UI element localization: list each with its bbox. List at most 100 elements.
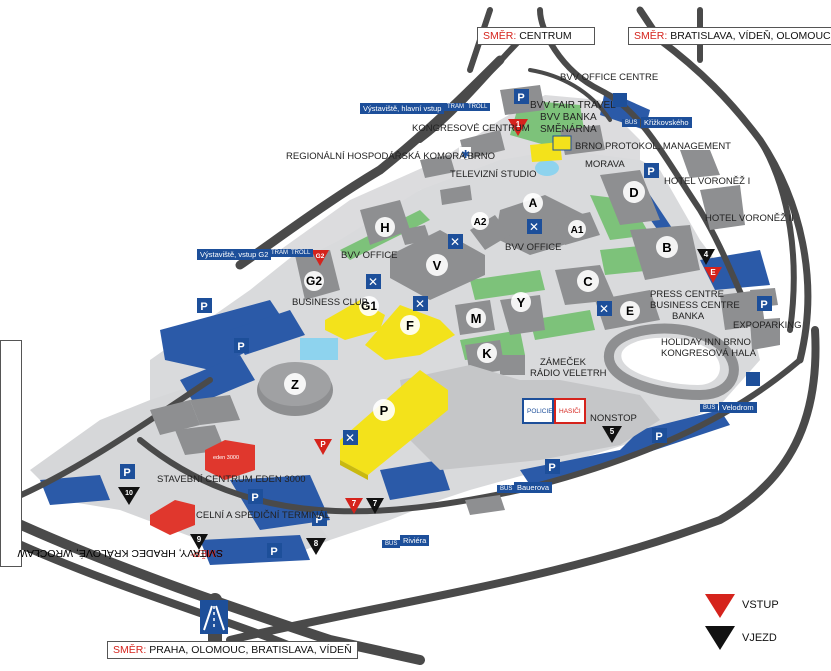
parking-lot — [380, 460, 450, 500]
pavilion-a1-label: A1 — [571, 225, 584, 236]
svg-text:8: 8 — [314, 539, 319, 548]
fuel-icon — [613, 93, 627, 107]
svg-text:1: 1 — [516, 120, 521, 129]
holiday-inn-ring — [603, 323, 739, 401]
building — [465, 495, 505, 515]
svg-text:9: 9 — [197, 535, 202, 544]
direction-svitavy: SMĚR: SVITAVY, HRADEC KRÁLOVÉ, WROCŁAW — [0, 340, 223, 567]
post-office-icon — [552, 135, 572, 151]
label-press-centre: PRESS CENTRE — [650, 289, 724, 300]
building — [500, 295, 545, 335]
pavilion-z-marker: Z — [284, 373, 306, 395]
direction-text: BRATISLAVA, VÍDEŇ, OLOMOUC — [670, 30, 831, 42]
restaurant-icon: ✕ — [448, 234, 463, 249]
pavilion-p — [340, 370, 448, 475]
pavilion-f-marker: F — [400, 315, 420, 335]
pavilion-h-label: H — [380, 220, 389, 235]
motorway-icon — [200, 600, 228, 634]
green-area — [470, 270, 545, 300]
vjezd-9: 9 — [190, 534, 208, 550]
legend-vstup-icon — [705, 594, 735, 618]
building — [400, 225, 430, 245]
pavilion-d-label: D — [629, 185, 638, 200]
pavilion-g2-marker: G2 — [304, 271, 324, 291]
vjezd-7: 7 — [366, 498, 384, 514]
svg-text:10: 10 — [125, 490, 133, 497]
svg-text:✕: ✕ — [415, 297, 425, 311]
svg-text:7: 7 — [352, 499, 357, 508]
stop-vystaviste-hlavni: Výstaviště, hlavní vstup — [360, 103, 445, 114]
legend-vstup-label: VSTUP — [742, 599, 779, 611]
restaurant-icon: ✕ — [343, 430, 358, 445]
pavilion-k-marker: K — [477, 343, 497, 363]
fuel-icon — [746, 372, 760, 386]
building — [460, 130, 505, 160]
entry-1: 1 — [508, 119, 528, 136]
policie-label: POLICIE — [527, 408, 553, 415]
pavilion-g1-marker: G1 — [359, 296, 379, 316]
vjezd-4: 4 — [697, 249, 715, 265]
holiday-inn-ring-inner — [621, 337, 720, 385]
pavilion-e-marker: E — [620, 301, 640, 321]
pavilion-b-marker: B — [656, 236, 678, 258]
pavilion-m-marker: M — [466, 308, 486, 328]
parking-sign: P — [312, 511, 327, 526]
pavilion-p-label: P — [380, 403, 389, 418]
restaurant-icon: ✕ — [366, 274, 381, 289]
label-bvv-office-centre: BVV OFFICE CENTRE — [560, 72, 659, 83]
restaurant-icon: ✕ — [527, 219, 542, 234]
label-nonstop: NONSTOP — [590, 413, 637, 424]
fountain — [535, 160, 559, 176]
building — [680, 150, 720, 178]
stop-bus-krizkovskeho: BUS — [622, 119, 641, 127]
pavilion-k-label: K — [482, 346, 492, 361]
label-bvv-office-g: BVV OFFICE — [341, 250, 398, 261]
svg-text:P: P — [655, 431, 662, 443]
entry-e: E — [704, 267, 722, 283]
label-bvv-office-a: BVV OFFICE — [505, 242, 562, 253]
parking-lot — [180, 355, 255, 405]
label-stavebni-centrum: STAVEBNÍ CENTRUM EDEN 3000 — [157, 474, 306, 485]
restaurant-icon: ✕ — [597, 301, 612, 316]
stop-bauerova: Bauerova — [514, 482, 553, 493]
label-morava: MORAVA — [585, 159, 625, 170]
label-protokol: PROTOKOL, MANAGEMENT — [605, 141, 731, 152]
label-zamecek: ZÁMEČEK — [540, 357, 586, 368]
celni-terminal — [150, 500, 195, 535]
svg-text:✕: ✕ — [450, 235, 460, 249]
restaurant-icons: ✕ ✕ ✕ ✕ ✕ ✕ — [343, 219, 612, 445]
eden-logo-text: eden 3000 — [213, 455, 239, 461]
label-radio-veletrh: RÁDIO VELETRH — [530, 368, 607, 379]
svg-text:E: E — [710, 268, 716, 277]
stop-troll-tag: TROLL — [465, 103, 491, 111]
label-bvv-banka: BVV BANKA — [540, 112, 597, 123]
pavilion-e-label: E — [626, 304, 634, 318]
building — [190, 395, 240, 425]
vjezd-markers: 4 5 7 8 9 10 — [118, 249, 715, 555]
parking-lot — [700, 250, 770, 290]
label-kongresova-hala: KONGRESOVÁ HALA — [661, 348, 757, 359]
pavilion-m-label: M — [471, 311, 482, 326]
pavilion-a-marker: A — [523, 193, 543, 213]
direction-prefix: SMĚR: — [113, 644, 147, 656]
direction-prefix: SMĚR: — [483, 30, 517, 42]
stop-krizkovskeho: Křižkovského — [641, 117, 692, 128]
building — [420, 155, 455, 178]
label-business-centre: BUSINESS CENTRE — [650, 300, 740, 311]
svg-text:✕: ✕ — [599, 302, 609, 316]
parking-sign: P — [545, 459, 560, 474]
parking-sign: P — [248, 489, 263, 504]
pavilion-a1-marker: A1 — [568, 220, 586, 238]
parking-lot — [160, 300, 290, 370]
pavilion-v-label: V — [433, 258, 442, 273]
direction-text: PRAHA, OLOMOUC, BRATISLAVA, VÍDEŇ — [149, 644, 352, 656]
label-smenarna: SMĚNÁRNA — [540, 124, 597, 135]
pavilion-c-marker: C — [577, 270, 599, 292]
label-bvv-fair-travel: BVV FAIR TRAVEL — [530, 100, 616, 111]
parking-lot — [40, 475, 110, 505]
pavilion-p-side — [340, 460, 368, 480]
direction-text: CENTRUM — [519, 30, 572, 42]
pavilion-v-marker: V — [426, 254, 448, 276]
parking-sign: P — [234, 338, 249, 353]
